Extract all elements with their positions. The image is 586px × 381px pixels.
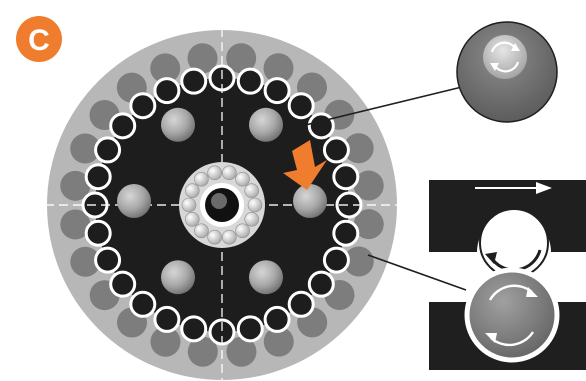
- planet-roller: [332, 163, 360, 191]
- bearing-bead: [207, 229, 222, 245]
- planet-roller: [94, 136, 122, 164]
- outer-pocket: [353, 209, 384, 240]
- planet-roller: [236, 315, 264, 343]
- outer-pocket: [150, 53, 181, 84]
- bearing-bead: [194, 223, 209, 239]
- planet-roller: [153, 77, 181, 105]
- upper-roller: [479, 208, 549, 278]
- outer-pocket: [187, 336, 218, 367]
- planet-roller: [236, 67, 264, 95]
- planet-roller: [263, 77, 291, 105]
- outer-pocket: [343, 246, 374, 277]
- outer-pocket: [187, 43, 218, 74]
- outer-pocket: [226, 43, 257, 74]
- inner-ball: [117, 184, 151, 218]
- rotation-arrow-icon: [490, 41, 520, 73]
- planet-roller: [307, 112, 335, 140]
- panel-label-badge: C: [16, 16, 62, 62]
- inset-roller-assembly: [429, 180, 586, 370]
- plate-motion-arrowhead-icon: [536, 182, 552, 194]
- planet-roller: [153, 305, 181, 333]
- bearing-bead: [244, 183, 260, 198]
- planet-roller: [180, 315, 208, 343]
- planet-roller: [322, 136, 350, 164]
- outer-pocket: [343, 133, 374, 164]
- callout-line-top: [284, 85, 467, 131]
- bearing-bead: [235, 171, 250, 187]
- planet-roller: [322, 246, 350, 274]
- lower-roller: [464, 267, 560, 363]
- planet-roller: [332, 219, 360, 247]
- planet-roller: [94, 246, 122, 274]
- inner-ball: [161, 260, 195, 295]
- hub-shaft: [211, 193, 227, 209]
- inner-ball: [249, 260, 283, 295]
- planet-roller: [287, 92, 315, 120]
- bearing-bead: [207, 165, 222, 181]
- inner-ball: [161, 107, 195, 142]
- direction-arrow-icon: [283, 140, 327, 190]
- outer-pocket: [70, 133, 101, 164]
- outer-pocket: [60, 170, 91, 201]
- planet-roller: [307, 270, 335, 298]
- bearing-bead: [235, 223, 250, 239]
- outer-pocket: [150, 326, 181, 357]
- planet-roller: [129, 92, 157, 120]
- outer-pocket: [60, 209, 91, 240]
- planet-roller: [84, 163, 112, 191]
- inner-ball: [293, 184, 327, 218]
- outer-pocket: [70, 246, 101, 277]
- callout-line-bottom: [367, 254, 467, 291]
- planet-roller: [180, 67, 208, 95]
- bearing-bead-ring: [181, 165, 263, 245]
- bearing-bead: [244, 212, 260, 227]
- bearing-bead: [222, 165, 237, 181]
- planet-roller: [84, 219, 112, 247]
- outer-pocket: [263, 326, 294, 357]
- bearing-bead: [222, 229, 237, 245]
- inner-ball-ring: [117, 107, 327, 295]
- outer-pocket: [353, 170, 384, 201]
- planet-roller: [129, 290, 157, 318]
- planet-roller: [263, 305, 291, 333]
- bearing-bead: [181, 197, 197, 213]
- planet-roller: [109, 112, 137, 140]
- planet-roller: [109, 270, 137, 298]
- outer-pocket: [263, 53, 294, 84]
- planet-roller: [287, 290, 315, 318]
- bearing-bead: [184, 212, 200, 227]
- bearing-bead: [184, 183, 200, 198]
- outer-pocket: [226, 336, 257, 367]
- inner-ball: [249, 107, 283, 142]
- bearing-bead: [247, 197, 263, 213]
- bearing-bead: [194, 171, 209, 187]
- panel-label: C: [28, 24, 50, 57]
- inset-rotating-ball: [456, 21, 558, 123]
